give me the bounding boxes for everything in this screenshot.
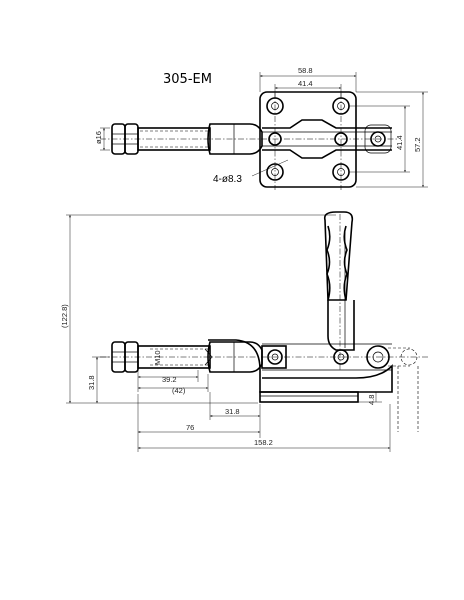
dim-plunger-to-base: 76	[186, 423, 194, 432]
dim-plunger-dia: ø16	[94, 131, 103, 144]
plunger-housing-top	[207, 123, 263, 155]
side-view: M10 (122.8) 31.8 39.2 (42) 31.8 76	[60, 211, 430, 452]
dim-thread: M10	[153, 350, 162, 365]
link-arm-lower	[262, 149, 392, 159]
dim-base-thickness: 4.8	[367, 395, 376, 405]
plunger-housing-side	[207, 341, 263, 373]
dim-base-offset: 31.8	[225, 407, 240, 416]
hex-nut-outer	[111, 123, 126, 155]
dim-plunger-height: 31.8	[87, 375, 96, 390]
hole-callout: 4-ø8.3	[213, 174, 242, 185]
dim-base-height: 57.2	[413, 137, 422, 152]
base-plate-top	[259, 91, 357, 188]
dim-hole-spacing-y: 41.4	[395, 135, 404, 150]
dim-overall-height: (122.8)	[60, 304, 69, 328]
model-title: 305-EM	[163, 72, 212, 87]
top-view: ø16 58.8 41.4 41.4 57.2 4-ø8.3	[94, 66, 428, 190]
link-arm-upper	[262, 119, 392, 129]
clamp-body	[208, 339, 393, 393]
dim-hole-spacing-x: 41.4	[298, 79, 313, 88]
dim-stroke: 39.2	[162, 375, 177, 384]
dim-overall-length: 158.2	[254, 438, 273, 447]
handle-shaft	[327, 300, 355, 351]
dim-base-width: 58.8	[298, 66, 313, 75]
dim-stroke-max: (42)	[172, 386, 186, 395]
handle-grip-ribs	[326, 225, 348, 301]
base-plate-side	[259, 391, 359, 403]
